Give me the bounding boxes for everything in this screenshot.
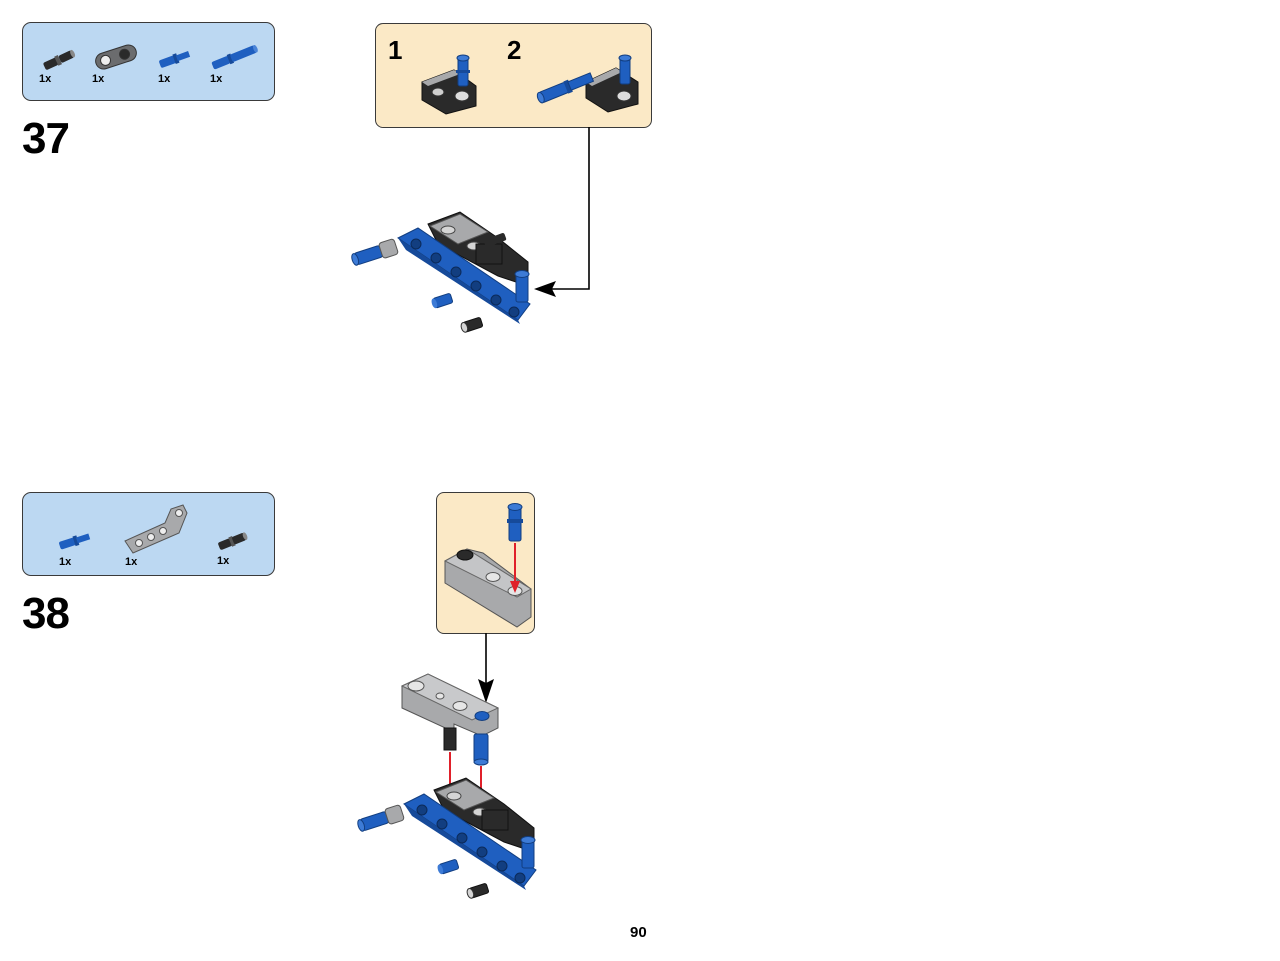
sub-step-number: 2	[507, 35, 522, 65]
sub-step-2-illustration	[536, 54, 639, 113]
parts-list-step-38: 1x 1x 1x	[22, 492, 275, 576]
callout-illustration	[443, 503, 532, 628]
part-qty: 1x	[59, 556, 72, 568]
blue-axle-pin-icon	[159, 51, 191, 68]
callout-pointer-arrow	[478, 633, 494, 703]
part-qty: 1x	[39, 73, 52, 85]
step-number: 37	[22, 114, 70, 163]
step-37-model-illustration	[351, 211, 531, 333]
sub-assembly-callout	[436, 492, 535, 634]
page-number: 90	[630, 924, 647, 941]
part-qty: 1x	[210, 73, 223, 85]
part-qty: 1x	[92, 73, 105, 85]
blue-axle-pin-icon	[59, 533, 91, 550]
part-qty: 1x	[158, 73, 171, 85]
blue-long-pin-icon	[211, 44, 258, 70]
step-number: 38	[22, 589, 70, 638]
callout-pointer-arrow	[534, 127, 590, 297]
parts-list-step-37: 1x 1x 1x 1x	[22, 22, 275, 101]
part-qty: 1x	[125, 556, 138, 568]
black-friction-pin-icon	[218, 532, 248, 550]
light-gray-bent-beam-icon	[124, 504, 188, 554]
sub-step-number: 1	[388, 35, 403, 65]
dark-gray-cross-block-icon	[95, 44, 137, 70]
sub-assembly-callout: 1 2	[375, 23, 652, 128]
black-friction-pin-icon	[43, 49, 76, 70]
part-qty: 1x	[217, 555, 230, 567]
step-38-model-illustration	[357, 673, 537, 899]
sub-step-1-illustration	[421, 54, 477, 115]
